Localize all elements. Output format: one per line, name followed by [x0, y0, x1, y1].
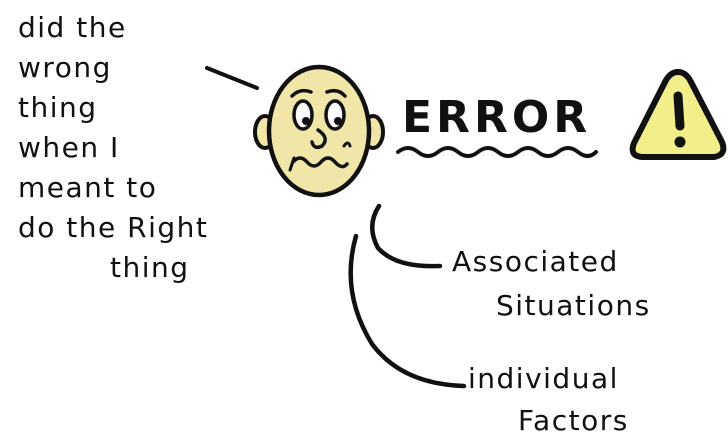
worried-face-icon: [253, 64, 385, 198]
associated-situations-label: Associated Situations: [452, 240, 651, 328]
warning-triangle-icon: [629, 69, 727, 160]
definition-line: when I: [18, 131, 120, 164]
individual-connector: [348, 233, 467, 389]
error-definition-text: did the wrong thing when I meant to do t…: [18, 8, 208, 288]
definition-connector-line: [205, 66, 259, 90]
branch-label-line: Associated: [452, 245, 619, 278]
definition-line: wrong: [18, 51, 112, 84]
branch-label-line: individual: [468, 362, 619, 395]
definition-line: did the: [18, 11, 127, 44]
definition-line: meant to: [18, 171, 158, 204]
definition-line: do the Right: [18, 211, 209, 244]
error-underline: [396, 146, 598, 158]
branch-label-line: Factors: [518, 404, 629, 437]
branch-label-line: Situations: [496, 289, 651, 322]
error-title: ERROR: [402, 92, 592, 143]
individual-factors-label: individual Factors: [468, 358, 629, 442]
definition-line: thing: [110, 251, 190, 284]
definition-line: thing: [18, 91, 98, 124]
associated-connector: [370, 203, 443, 269]
